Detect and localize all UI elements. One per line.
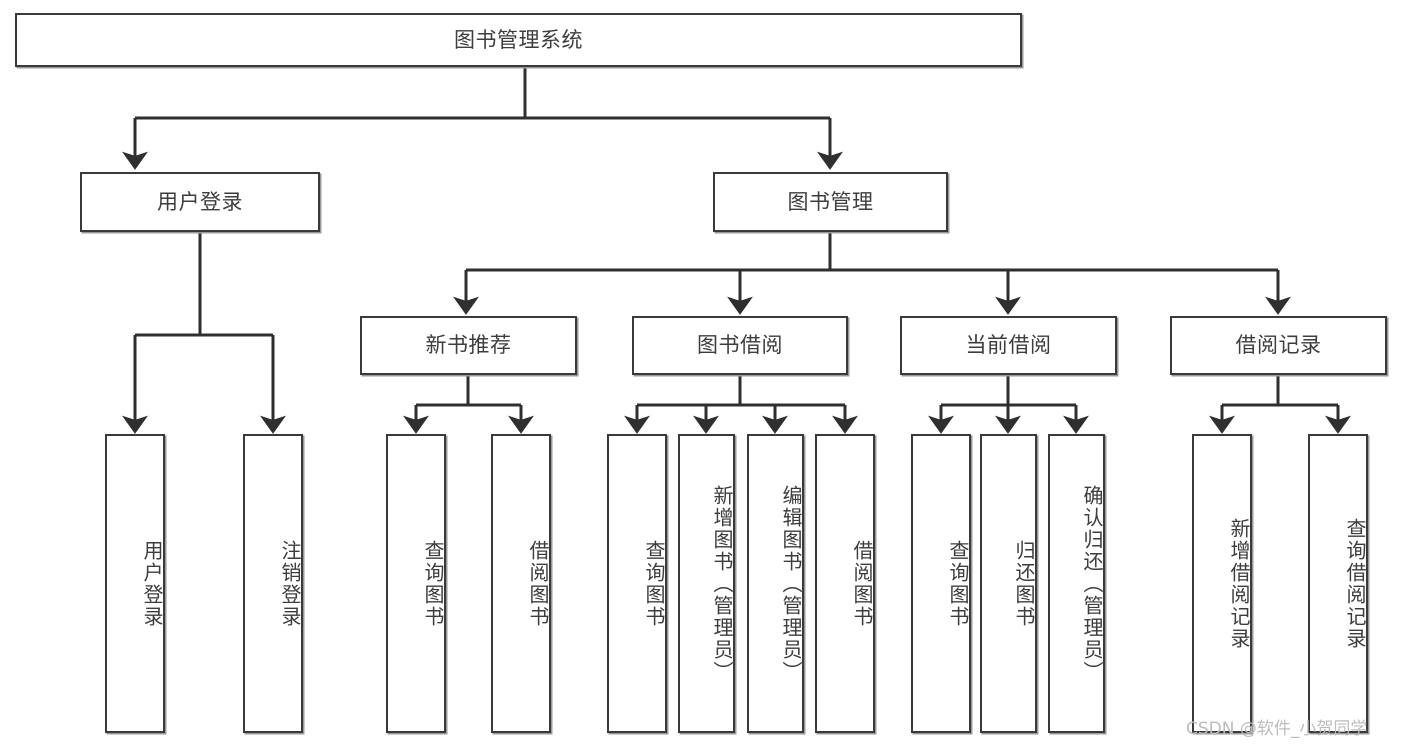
leaf-user-login-login[interactable]: 用户登录 <box>105 434 165 733</box>
node-label: 新增图书（管理员） <box>710 484 734 683</box>
node-label: 图书管理系统 <box>454 27 583 52</box>
node-current-borrow[interactable]: 当前借阅 <box>900 316 1117 375</box>
leaf-borrow-edit-book-admin[interactable]: 编辑图书（管理员） <box>747 434 804 733</box>
node-label: 查询借阅记录 <box>1343 517 1367 650</box>
node-label: 当前借阅 <box>965 333 1052 357</box>
node-book-borrow[interactable]: 图书借阅 <box>632 316 848 375</box>
node-label: 确认归还（管理员） <box>1080 484 1104 683</box>
node-label: 注销登录 <box>278 539 302 628</box>
leaf-current-return-book[interactable]: 归还图书 <box>980 434 1037 733</box>
node-label: 借阅记录 <box>1235 333 1322 357</box>
node-user-login[interactable]: 用户登录 <box>80 172 320 232</box>
node-label: 用户登录 <box>157 189 243 214</box>
node-label: 编辑图书（管理员） <box>779 484 803 683</box>
watermark-text: CSDN @软件_小贺同学 <box>1186 719 1368 739</box>
leaf-current-confirm-return-admin[interactable]: 确认归还（管理员） <box>1048 434 1105 733</box>
node-label: 用户登录 <box>140 539 164 628</box>
leaf-borrow-query-book[interactable]: 查询图书 <box>607 434 667 733</box>
leaf-borrow-add-book-admin[interactable]: 新增图书（管理员） <box>678 434 735 733</box>
leaf-current-query-book[interactable]: 查询图书 <box>911 434 971 733</box>
leaf-borrow-borrow-book[interactable]: 借阅图书 <box>815 434 875 733</box>
node-label: 新书推荐 <box>425 333 512 357</box>
node-label: 查询图书 <box>642 539 666 628</box>
node-label: 图书借阅 <box>697 333 783 357</box>
leaf-user-login-logout[interactable]: 注销登录 <box>243 434 303 733</box>
node-root-book-management-system[interactable]: 图书管理系统 <box>15 13 1022 67</box>
leaf-new-book-query[interactable]: 查询图书 <box>386 434 446 733</box>
node-book-management[interactable]: 图书管理 <box>713 172 948 232</box>
node-label: 图书管理 <box>787 189 874 214</box>
node-label: 归还图书 <box>1012 539 1036 628</box>
node-label: 借阅图书 <box>850 539 874 628</box>
leaf-records-add-record[interactable]: 新增借阅记录 <box>1192 434 1252 733</box>
leaf-new-book-borrow[interactable]: 借阅图书 <box>491 434 551 733</box>
node-label: 查询图书 <box>946 539 970 628</box>
leaf-records-query-record[interactable]: 查询借阅记录 <box>1308 434 1368 733</box>
node-label: 查询图书 <box>421 539 445 628</box>
node-label: 借阅图书 <box>526 539 550 628</box>
node-borrow-records[interactable]: 借阅记录 <box>1170 316 1387 375</box>
node-label: 新增借阅记录 <box>1227 517 1251 650</box>
node-new-book-recommend[interactable]: 新书推荐 <box>360 316 577 375</box>
